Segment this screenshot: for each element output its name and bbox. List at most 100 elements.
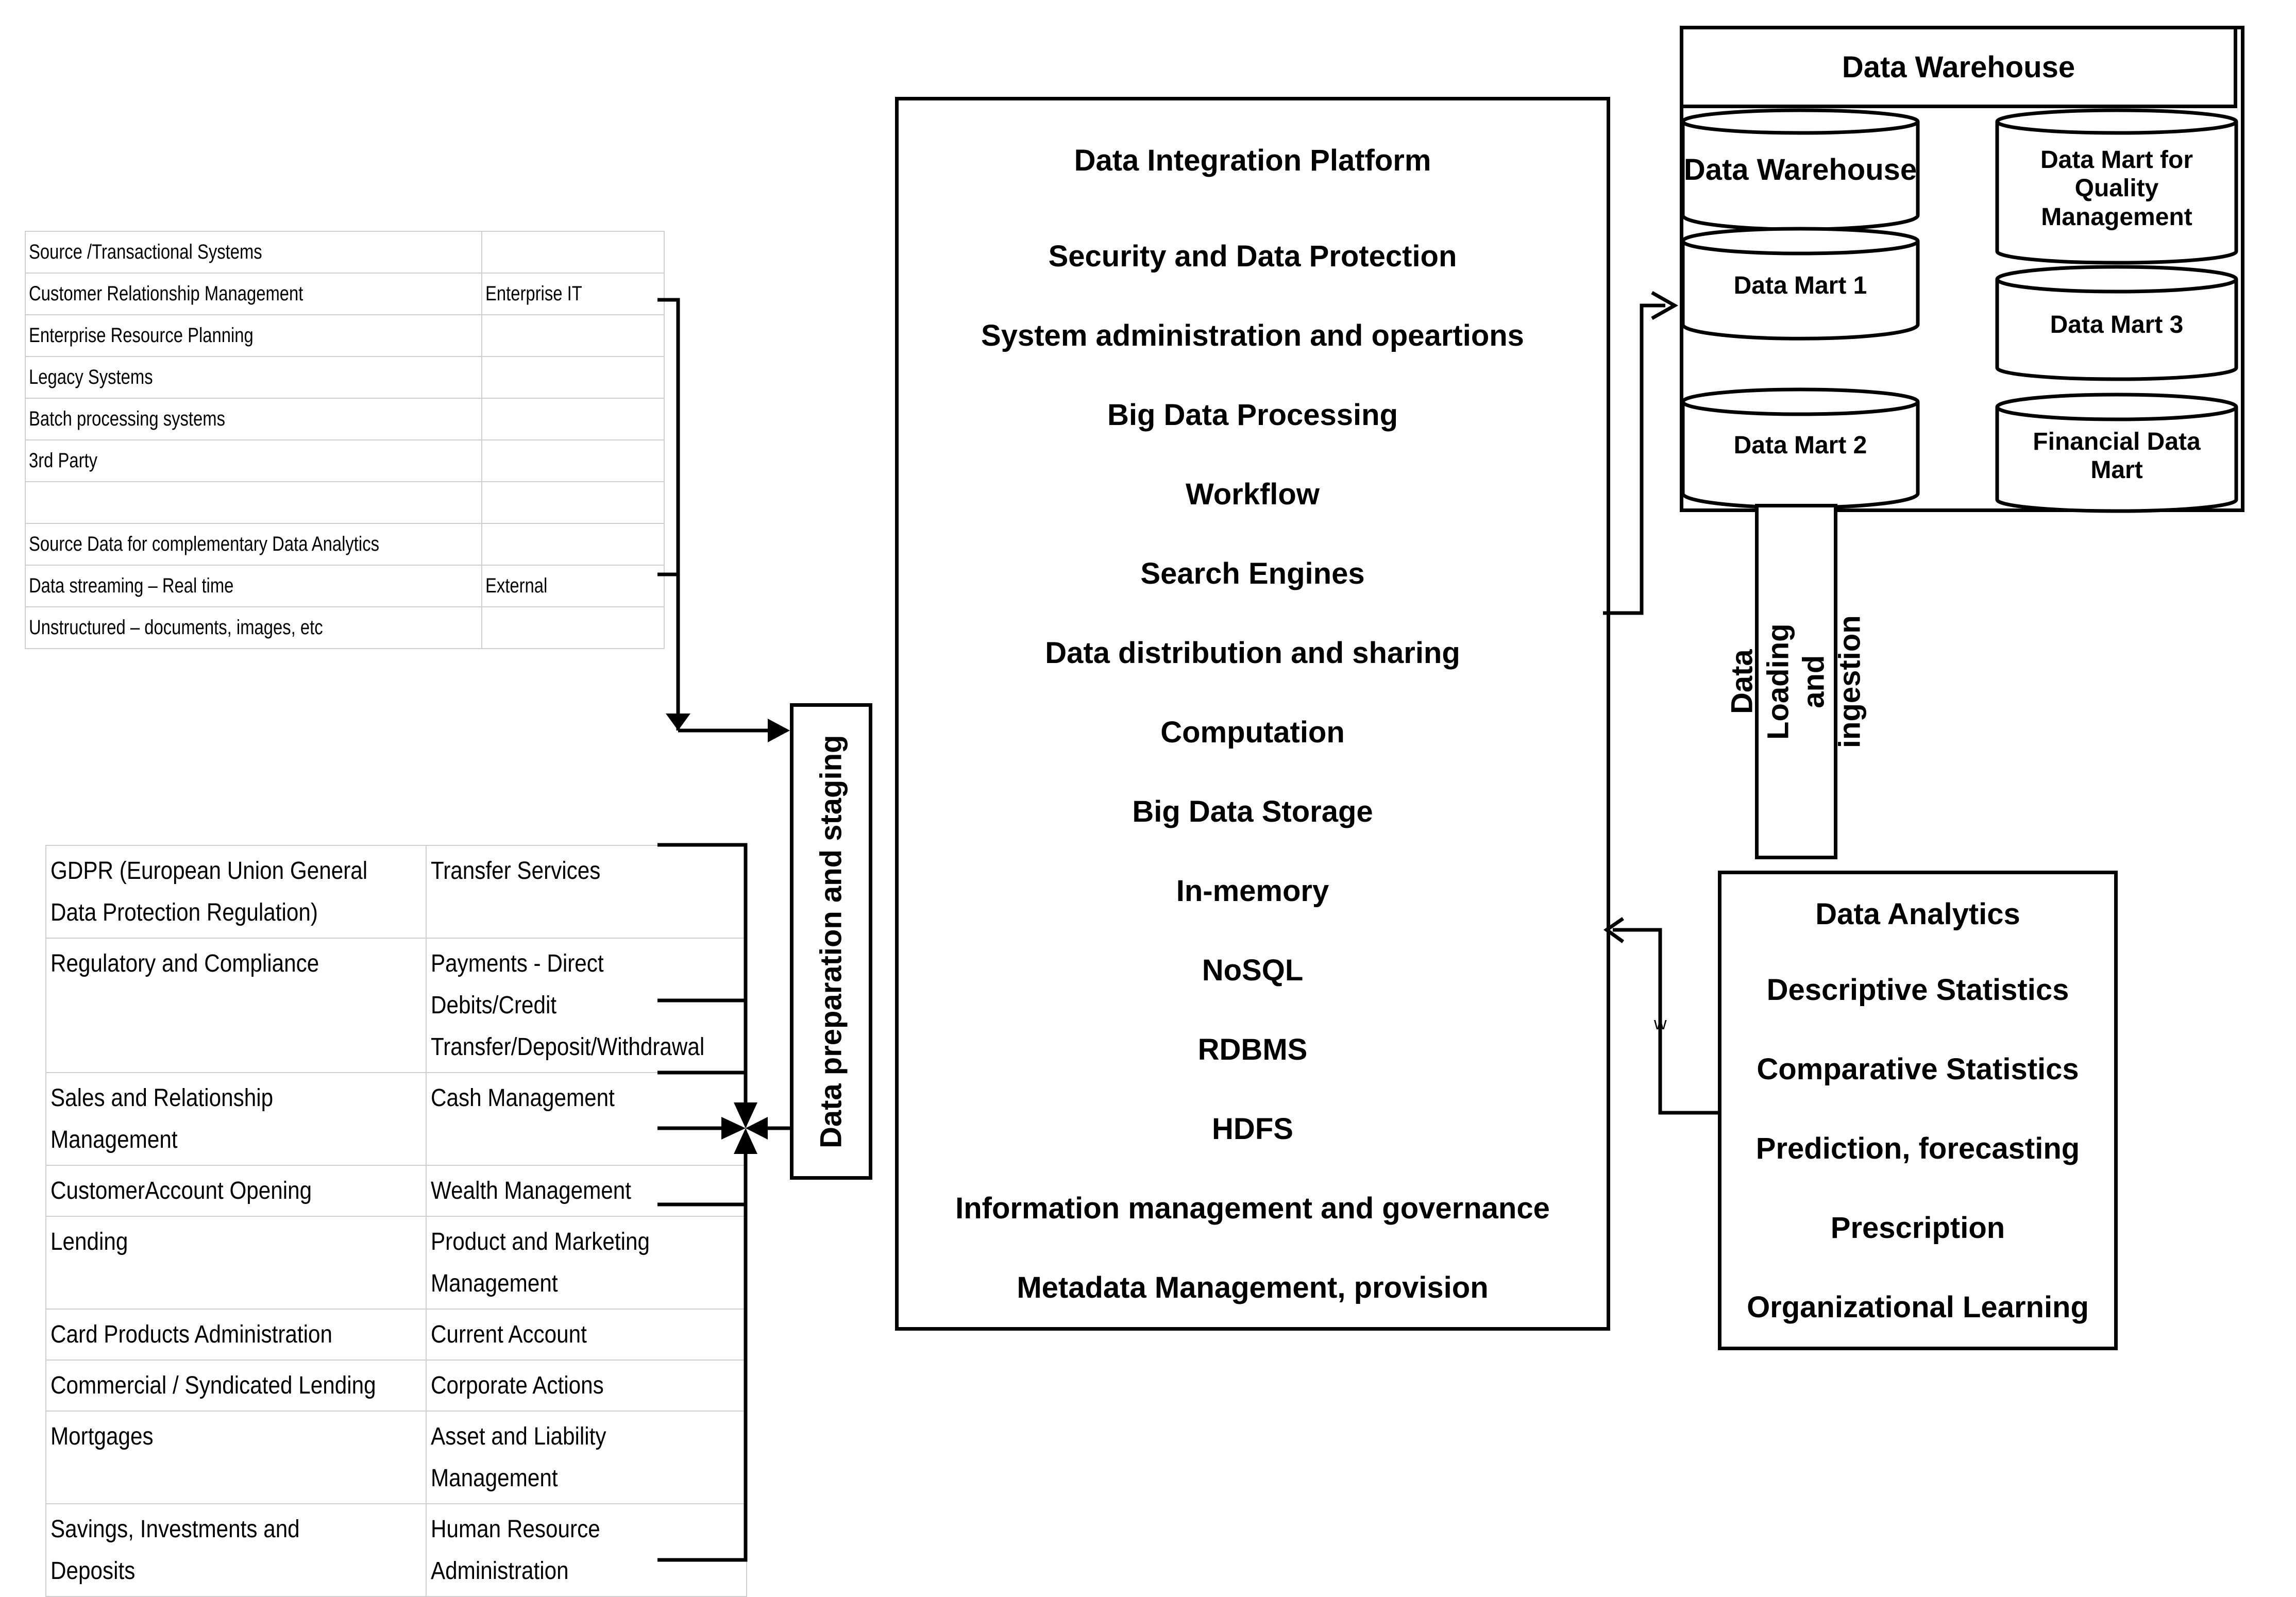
source-group-cell: Enterprise IT [481, 273, 665, 315]
function-cell: Lending [45, 1216, 427, 1310]
arrowhead-junction-right [746, 1117, 768, 1140]
arrowhead-fn-top [734, 1102, 757, 1128]
source-cell: Source /Transactional Systems [25, 231, 482, 274]
store-label: Data Mart 2 [1733, 432, 1867, 460]
platform-layer: RDBMS [895, 1010, 1610, 1093]
service-cell: Payments - Direct Debits/Credit Transfer… [426, 938, 747, 1073]
source-cell: Unstructured – documents, images, etc [25, 606, 482, 649]
service-cell: Wealth Management [426, 1165, 747, 1217]
analytics-item: Prescription [1718, 1188, 2118, 1271]
cylinder-data-warehouse [1681, 108, 1920, 231]
source-cell [25, 481, 482, 524]
source-bracket [657, 298, 680, 713]
source-row: Source Data for complementary Data Analy… [25, 523, 665, 566]
arrowhead-fn-bottom [734, 1128, 757, 1154]
analytics-item: Comparative Statistics [1718, 1029, 2118, 1112]
platform-layer: Data Integration Platform [895, 97, 1610, 224]
service-cell: Corporate Actions [426, 1360, 747, 1412]
function-cell: GDPR (European Union General Data Protec… [45, 845, 427, 939]
source-row: 3rd Party [25, 439, 665, 482]
function-cell: Sales and Relationship Management [45, 1072, 427, 1166]
source-group-cell [481, 356, 665, 399]
arrowhead-open-platform [1603, 917, 1625, 943]
platform-layer: Information management and governance [895, 1168, 1610, 1251]
source-cell: Customer Relationship Management [25, 273, 482, 315]
staging-box: Data preparation and staging [790, 703, 872, 1180]
arrowhead-fn-left [721, 1117, 746, 1140]
analytics-to-platform [1613, 928, 1718, 1115]
cylinder-data-mart-1 [1681, 227, 1920, 341]
source-cell: Data streaming – Real time [25, 565, 482, 607]
function-cell: CustomerAccount Opening [45, 1165, 427, 1217]
platform-layer: Computation [895, 692, 1610, 775]
function-cell: Mortgages [45, 1411, 427, 1504]
store-label: Financial Data Mart [2033, 428, 2201, 484]
store-label: Data Warehouse [1683, 152, 1917, 186]
function-cell: Commercial / Syndicated Lending [45, 1360, 427, 1412]
arrowhead-down [666, 713, 690, 730]
service-cell: Transfer Services [426, 845, 747, 939]
source-cell: Batch processing systems [25, 398, 482, 440]
loading-box: Data Loading and ingestion [1726, 504, 1867, 859]
analytics-item: Prediction, forecasting [1718, 1109, 2118, 1192]
store-label: Data Mart for Quality Management [2040, 146, 2193, 231]
source-group-cell [481, 523, 665, 566]
arrowhead-open-warehouse [1651, 291, 1679, 320]
source-row: Source /Transactional Systems [25, 231, 665, 274]
warehouse-title: Data Warehouse [1680, 26, 2237, 108]
source-row: Legacy Systems [25, 356, 665, 399]
platform-layer: In-memory [895, 851, 1610, 934]
source-row [25, 481, 665, 524]
platform-layer: NoSQL [895, 930, 1610, 1013]
function-cell: Regulatory and Compliance [45, 938, 427, 1073]
source-cell: Enterprise Resource Planning [25, 314, 482, 357]
service-cell: Product and Marketing Management [426, 1216, 747, 1310]
platform-layer: Big Data Storage [895, 772, 1610, 855]
function-row: GDPR (European Union General Data Protec… [45, 845, 747, 939]
service-cell: Cash Management [426, 1072, 747, 1166]
source-row: Unstructured – documents, images, etc [25, 606, 665, 649]
platform-layer: Metadata Management, provision [895, 1248, 1610, 1331]
source-group-cell [481, 481, 665, 524]
analytics-item: Descriptive Statistics [1718, 950, 2118, 1033]
source-group-cell [481, 398, 665, 440]
source-row: Batch processing systems [25, 398, 665, 440]
cylinder-data-mart-3 [1995, 265, 2238, 381]
cylinder-financial-data-mart [1995, 393, 2238, 513]
source-group-cell [481, 231, 665, 274]
source-group-cell [481, 439, 665, 482]
cylinder-data-mart-2 [1681, 387, 1920, 509]
fn-bottom [657, 1149, 748, 1562]
analytics-item: Organizational Learning [1718, 1267, 2118, 1350]
arrowhead-right [768, 719, 790, 742]
source-row: Enterprise Resource Planning [25, 314, 665, 357]
store-label: Data Mart 1 [1733, 272, 1867, 300]
cylinder-data-mart-quality [1995, 108, 2238, 265]
service-cell: Current Account [426, 1309, 747, 1361]
fn-top [657, 843, 748, 1107]
source-cell: Source Data for complementary Data Analy… [25, 523, 482, 566]
store-label: Data Mart 3 [2050, 311, 2184, 339]
source-cell: Legacy Systems [25, 356, 482, 399]
business-functions-table: GDPR (European Union General Data Protec… [45, 845, 747, 1597]
function-cell: Card Products Administration [45, 1309, 427, 1361]
source-cell: 3rd Party [25, 439, 482, 482]
platform-layer: Workflow [895, 454, 1610, 537]
service-cell: Asset and Liability Management [426, 1411, 747, 1504]
source-group-cell: External [481, 565, 665, 607]
search-to-warehouse [1603, 303, 1665, 615]
source-group-cell [481, 606, 665, 649]
source-group-cell [481, 314, 665, 357]
